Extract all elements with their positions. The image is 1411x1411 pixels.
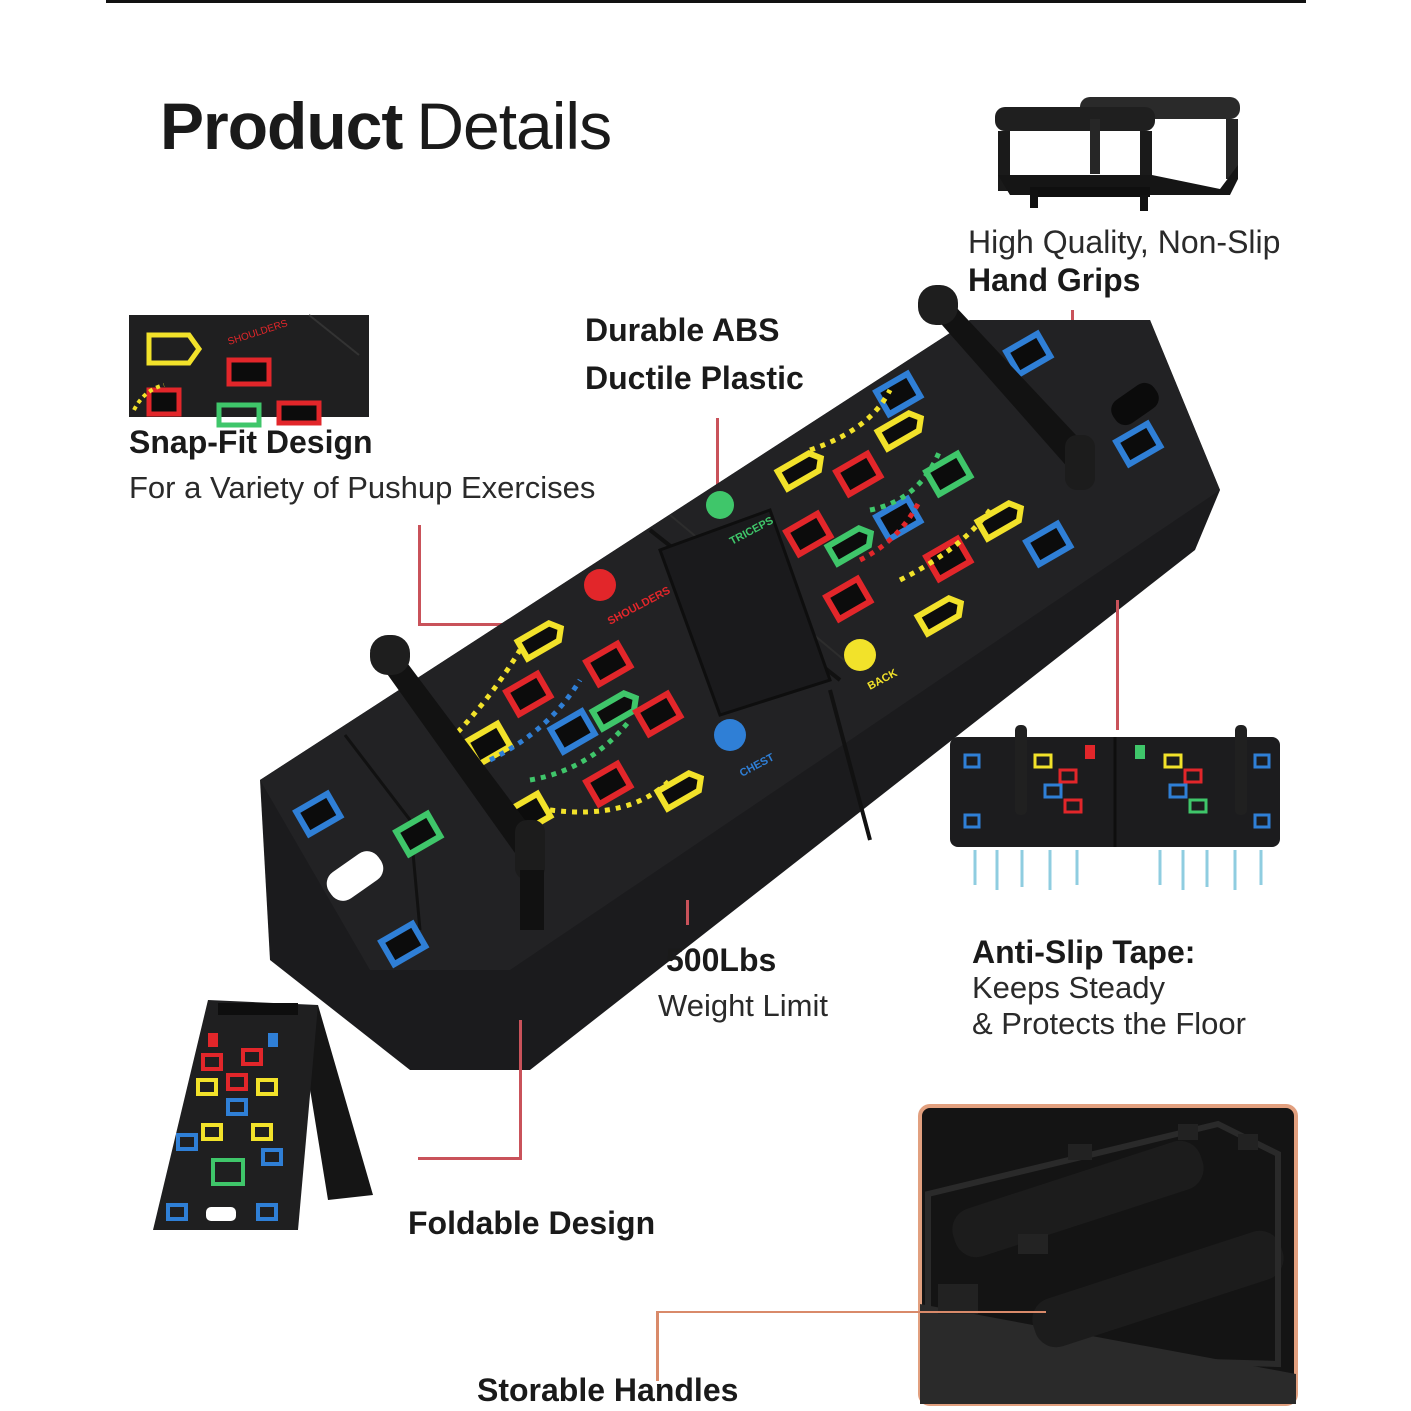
snap-fit-closeup-image: SHOULDERS	[129, 314, 369, 428]
foldable-label: Foldable Design	[408, 1205, 656, 1241]
anti-slip-line3: & Protects the Floor	[972, 1006, 1246, 1041]
weight-line2: Weight Limit	[658, 988, 828, 1023]
foldable-leader-v	[519, 1020, 522, 1160]
storable-leader-h	[656, 1311, 1046, 1313]
folded-board-image	[153, 1000, 373, 1230]
pushup-board-image: SHOULDERS TRICEPS CHEST BACK	[260, 285, 1220, 1070]
hand-grips-image	[995, 97, 1240, 211]
foldable-leader-h	[418, 1157, 522, 1160]
snap-fit-leader-v	[418, 525, 421, 625]
abs-line2: Ductile Plastic	[585, 360, 804, 396]
weight-line1: 500Lbs	[666, 942, 777, 978]
weight-leader	[686, 900, 689, 925]
anti-slip-board-image	[950, 725, 1280, 890]
storable-handles-image	[918, 1104, 1298, 1406]
hand-grips-line1: High Quality, Non-Slip	[968, 224, 1281, 260]
anti-slip-leader	[1116, 600, 1119, 730]
title-normal: Details	[416, 89, 612, 163]
title-bold: Product	[160, 89, 403, 163]
anti-slip-line1: Anti-Slip Tape:	[972, 934, 1196, 970]
snap-fit-line1: Snap-Fit Design	[129, 424, 373, 460]
top-rule	[106, 0, 1306, 3]
snap-fit-line2: For a Variety of Pushup Exercises	[129, 470, 596, 505]
hand-grips-line2: Hand Grips	[968, 262, 1141, 298]
anti-slip-line2: Keeps Steady	[972, 970, 1166, 1005]
snap-fit-leader-h	[418, 623, 518, 626]
storable-label: Storable Handles	[477, 1372, 739, 1408]
storable-leader-v	[656, 1311, 659, 1381]
abs-line1: Durable ABS	[585, 312, 780, 348]
abs-leader	[716, 418, 719, 488]
